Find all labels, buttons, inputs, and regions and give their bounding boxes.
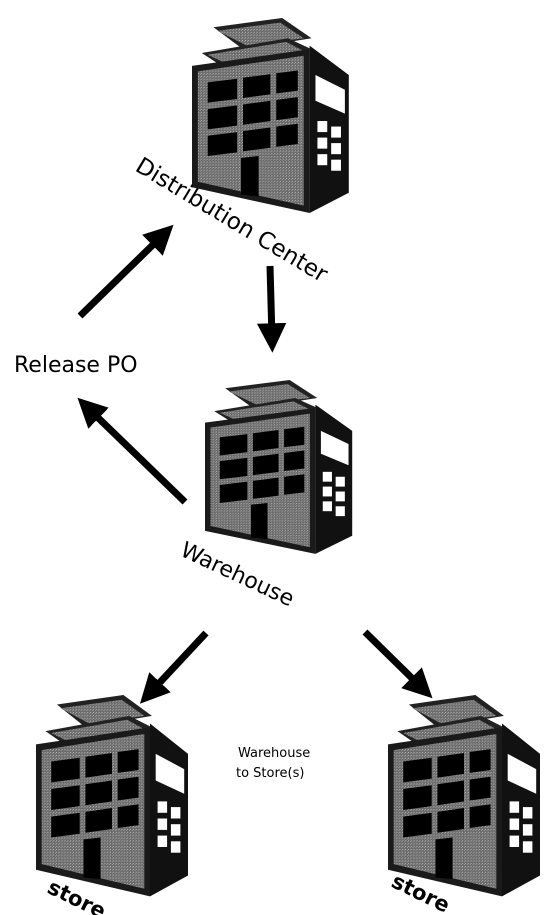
arrow-warehouse-to-store-right [362, 629, 433, 699]
arrow-warehouse-to-release-po [77, 397, 188, 505]
release-po-label: Release PO [14, 353, 138, 378]
warehouse-to-store-label-line2: to Store(s) [236, 766, 304, 781]
building-icon [205, 380, 353, 554]
distribution-center-node [192, 18, 349, 214]
warehouse-node [205, 380, 353, 554]
arrow-dc-to-warehouse [256, 265, 287, 353]
building-icon [36, 695, 188, 897]
warehouse-to-store-label-line1: Warehouse [238, 746, 310, 761]
store-right-node [388, 695, 540, 897]
warehouse-label: Warehouse [176, 538, 297, 612]
store-left-node [36, 695, 188, 897]
building-icon [192, 18, 349, 214]
arrow-warehouse-to-store-left [139, 630, 209, 704]
building-icon [388, 695, 540, 897]
arrow-release-po-to-dc [77, 224, 174, 319]
